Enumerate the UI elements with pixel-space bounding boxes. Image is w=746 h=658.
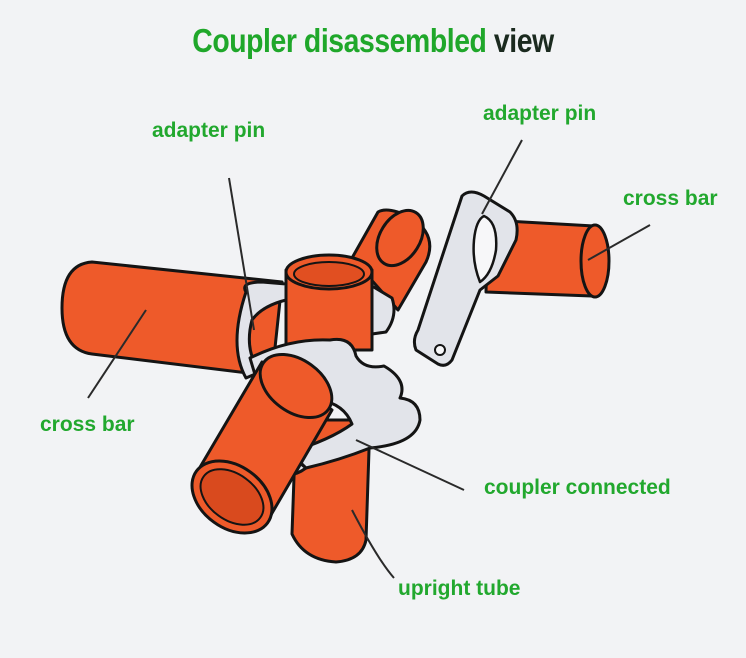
- adapter-pin-wedge: [412, 190, 519, 367]
- left-cross-bar: [60, 260, 284, 378]
- label-adapter-pin-right: adapter pin: [483, 102, 597, 125]
- leader-upright-tube: [351, 509, 395, 579]
- label-cross-bar-right: cross bar: [623, 187, 718, 210]
- coupler-upper-ring-right: [370, 284, 396, 336]
- label-upright-tube: upright tube: [398, 577, 521, 600]
- front-cross-bar: [190, 352, 334, 535]
- upright-tube-top: [284, 253, 374, 352]
- leader-adapter-pin-right: [481, 139, 523, 215]
- label-cross-bar-left: cross bar: [40, 413, 135, 436]
- leader-cross-bar-right: [587, 224, 651, 261]
- label-adapter-pin-left: adapter pin: [152, 119, 266, 142]
- title-suffix: view: [493, 22, 554, 59]
- diagram-title: Coupler disassembled view: [52, 22, 694, 60]
- title-main: Coupler disassembled: [192, 22, 487, 59]
- label-coupler-connected: coupler connected: [484, 476, 671, 499]
- leader-coupler-connected: [355, 439, 465, 491]
- leader-adapter-pin-left: [228, 177, 255, 331]
- leader-cross-bar-left: [87, 309, 147, 399]
- back-cross-bar: [350, 208, 432, 312]
